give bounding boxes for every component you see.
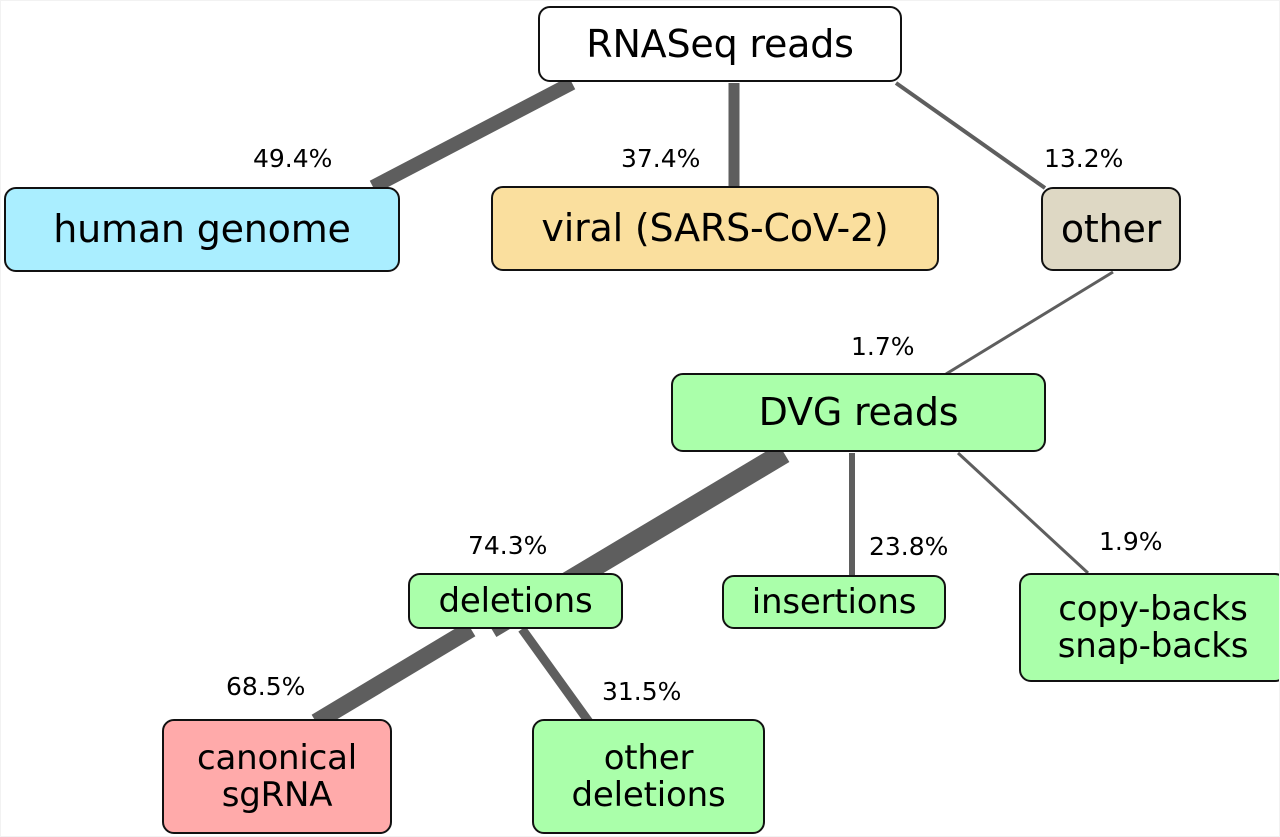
node-viral[interactable]: viral (SARS-CoV-2) [491, 186, 939, 271]
node-copybacks[interactable]: copy-backs snap-backs [1019, 573, 1279, 682]
edge-label-rnaseq-to-viral: 37.4% [621, 144, 701, 173]
node-canonical[interactable]: canonical sgRNA [162, 719, 392, 834]
node-deletions[interactable]: deletions [408, 573, 623, 629]
edge-rnaseq-to-other [894, 81, 1047, 190]
edge-label-dvg-to-copybacks: 1.9% [1099, 527, 1163, 556]
edge-other-to-dvg [945, 270, 1114, 376]
node-other[interactable]: other [1041, 187, 1181, 271]
node-dvg[interactable]: DVG reads [671, 373, 1046, 452]
edge-deletions-to-canonical [311, 621, 476, 730]
edge-label-dvg-to-deletions: 74.3% [468, 531, 548, 560]
edge-label-deletions-to-canonical: 68.5% [226, 672, 306, 701]
node-insertions[interactable]: insertions [722, 575, 946, 629]
edge-label-dvg-to-insertions: 23.8% [869, 532, 949, 561]
edge-deletions-to-otherdel [518, 626, 593, 725]
edge-label-rnaseq-to-human: 49.4% [253, 144, 333, 173]
edge-label-rnaseq-to-other: 13.2% [1044, 144, 1124, 173]
node-human[interactable]: human genome [4, 187, 400, 272]
node-otherdel[interactable]: other deletions [532, 719, 765, 834]
edge-dvg-to-copybacks [956, 451, 1090, 575]
edge-rnaseq-to-human [369, 76, 576, 194]
edge-label-other-to-dvg: 1.7% [851, 332, 915, 361]
node-rnaseq[interactable]: RNASeq reads [538, 6, 902, 82]
edge-label-deletions-to-otherdel: 31.5% [602, 677, 682, 706]
